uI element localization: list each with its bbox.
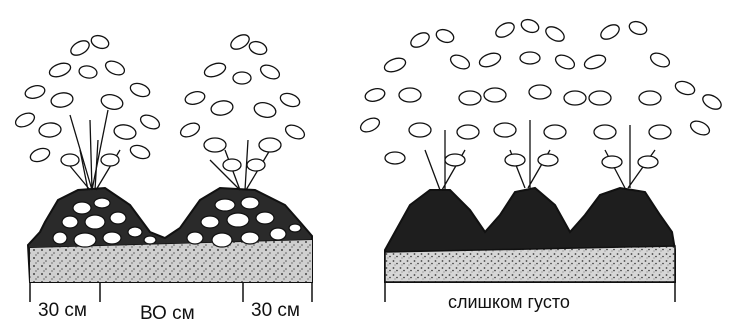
left-plant-1 [13,33,161,190]
right-plant-1 [358,27,481,190]
right-panel-caption: слишком густо [448,293,570,311]
left-soil-block [28,188,312,282]
right-plant-2 [478,17,586,188]
right-soil-block [385,188,675,282]
spacing-label-right: 30 см [251,301,300,320]
spacing-label-middle: ВО см [140,304,195,323]
left-measurement-ticks [30,282,312,302]
right-plant-3 [583,19,724,188]
spacing-label-left: 30 см [38,301,87,320]
left-plant-2 [178,32,306,190]
